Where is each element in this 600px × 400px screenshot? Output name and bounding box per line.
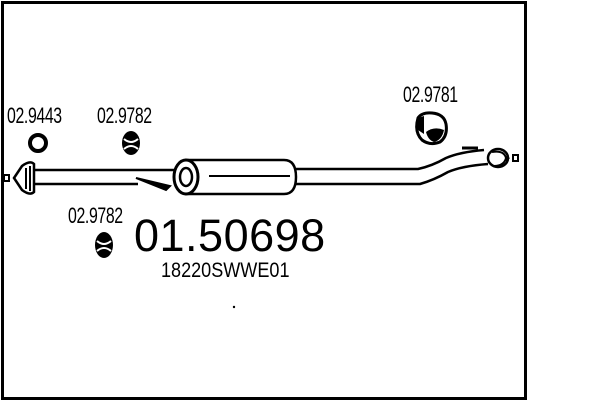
rear-flange-icon	[486, 147, 510, 169]
left-connector-icon	[3, 174, 10, 182]
oem-reference-number: 18220SWWE01	[161, 259, 290, 282]
right-connector-icon	[512, 154, 519, 162]
rubber-block-icon	[415, 111, 448, 146]
front-flange-icon	[12, 161, 36, 195]
diagram-frame	[1, 1, 527, 400]
part-label-ring-gasket: 02.9443	[7, 103, 62, 128]
bracket-icon	[135, 177, 172, 192]
part-label-rubber-hanger-rear: 02.9781	[403, 82, 458, 107]
dot-mark	[232, 305, 236, 309]
rear-pipe	[296, 146, 489, 186]
part-label-rubber-hanger-bottom: 02.9782	[68, 203, 123, 228]
main-part-number: 01.50698	[134, 210, 326, 261]
part-label-rubber-hanger-top: 02.9782	[97, 103, 152, 128]
rubber-mount-icon	[122, 131, 140, 155]
ring-icon	[28, 133, 48, 153]
resonator-icon	[172, 158, 298, 196]
rubber-mount-icon	[95, 232, 113, 258]
